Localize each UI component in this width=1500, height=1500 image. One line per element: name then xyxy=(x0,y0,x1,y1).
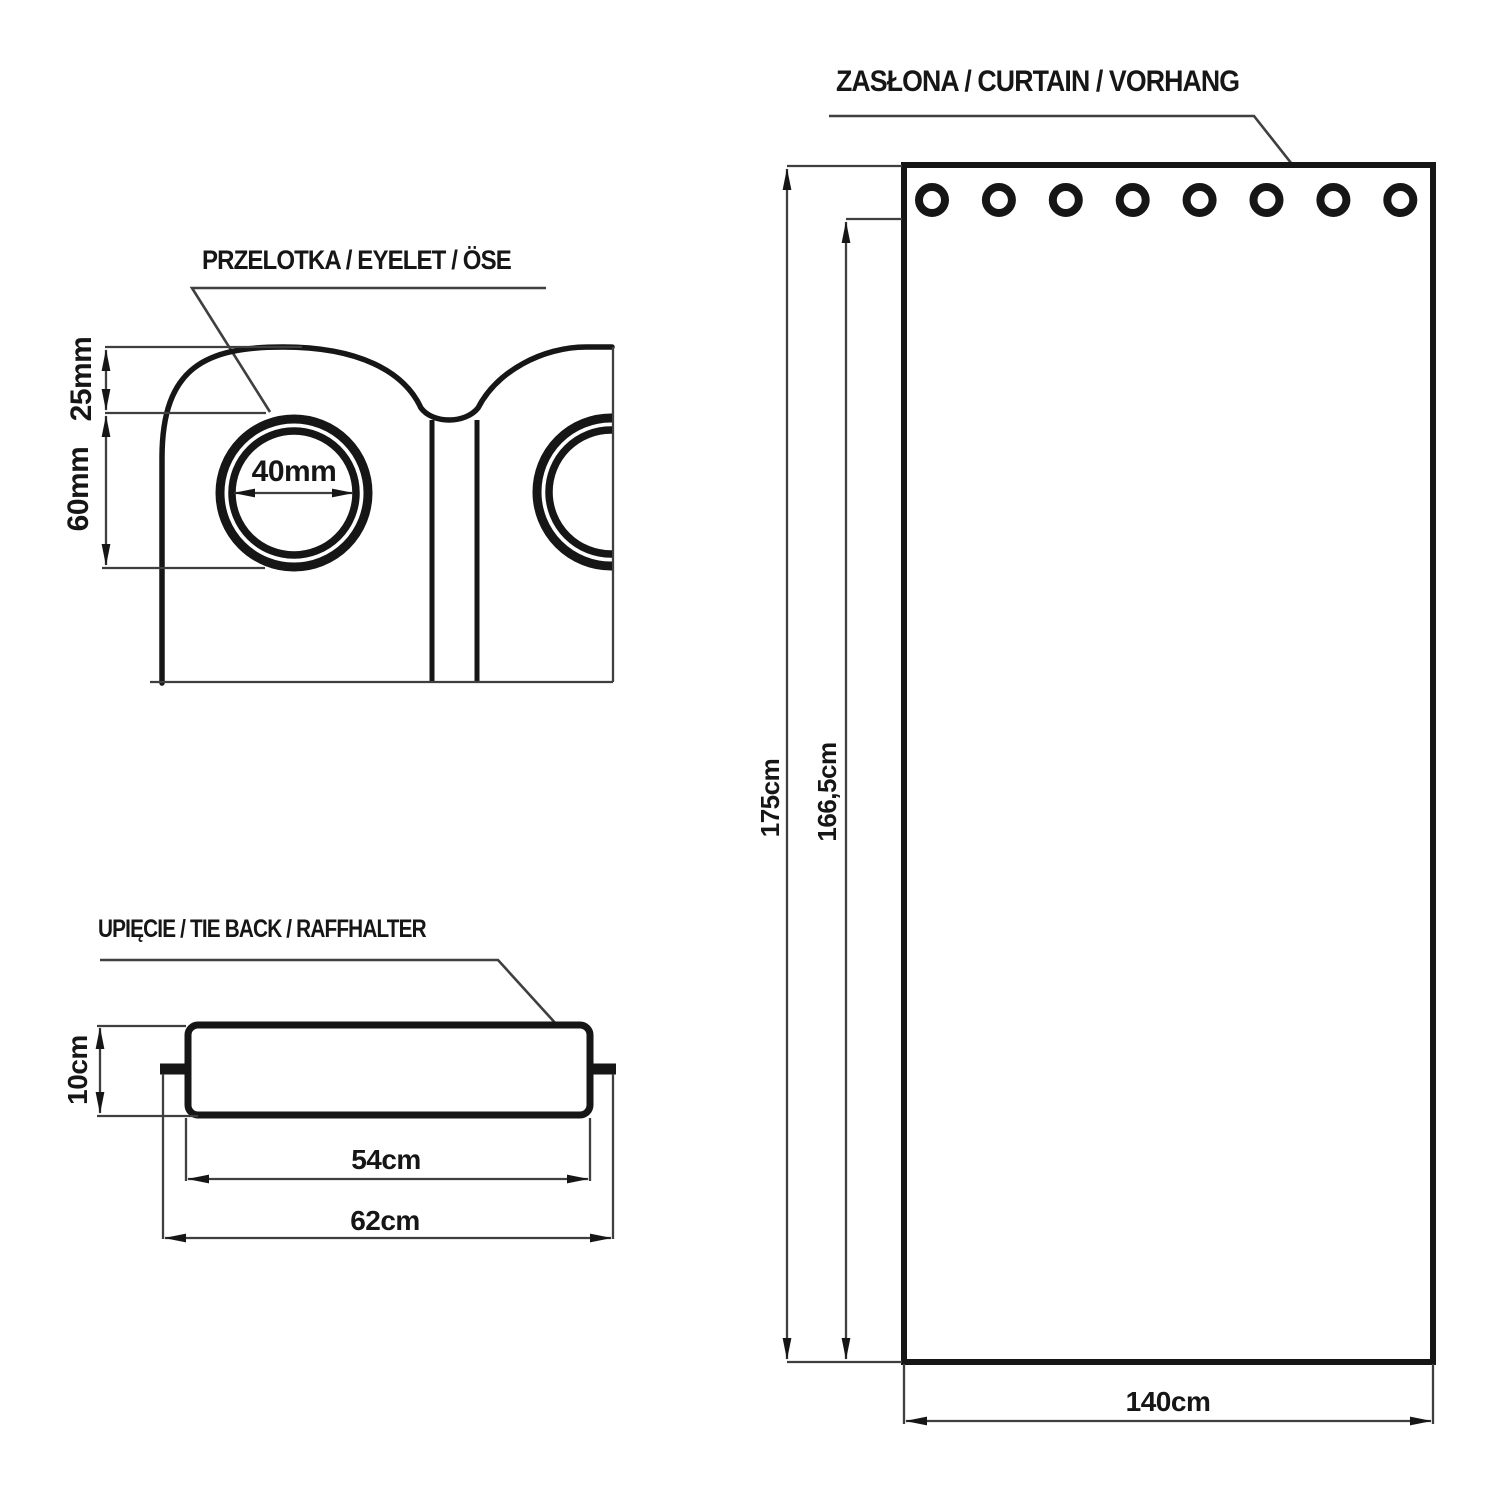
eyelet-ring-inner xyxy=(228,427,360,559)
tieback-figure xyxy=(95,958,616,1243)
eyelet-ring-partial xyxy=(532,413,612,571)
tieback-leader-line xyxy=(100,958,578,1048)
dim-label-25mm: 25mm xyxy=(65,336,98,422)
curtain-figure xyxy=(782,114,1436,1426)
dim-label-54cm: 54cm xyxy=(351,1144,421,1175)
eyelet-detail-figure xyxy=(101,286,615,686)
dim-label-60mm: 60mm xyxy=(62,446,95,532)
eyelet-leader-line xyxy=(189,286,546,413)
dim-label-140cm: 140cm xyxy=(1125,1386,1211,1417)
dim-label-175cm: 175cm xyxy=(755,758,785,838)
dim-label-10cm: 10cm xyxy=(62,1035,93,1105)
curtain-panel xyxy=(901,162,1436,1365)
eyelet-scallop-outline xyxy=(159,344,615,686)
eyelet-detail-title: PRZELOTKA / EYELET / ÖSE xyxy=(202,245,512,275)
dim-label-62cm: 62cm xyxy=(350,1205,420,1236)
dim-label-40mm: 40mm xyxy=(251,455,337,488)
eyelet-ring-outer xyxy=(215,414,373,572)
tieback-title: UPIĘCIE / TIE BACK / RAFFHALTER xyxy=(98,915,427,943)
tieback-body xyxy=(184,1021,594,1119)
curtain-title: ZASŁONA / CURTAIN / VORHANG xyxy=(836,65,1240,98)
dim-label-166-5cm: 166,5cm xyxy=(812,742,842,842)
curtain-eyelets xyxy=(915,183,1418,217)
